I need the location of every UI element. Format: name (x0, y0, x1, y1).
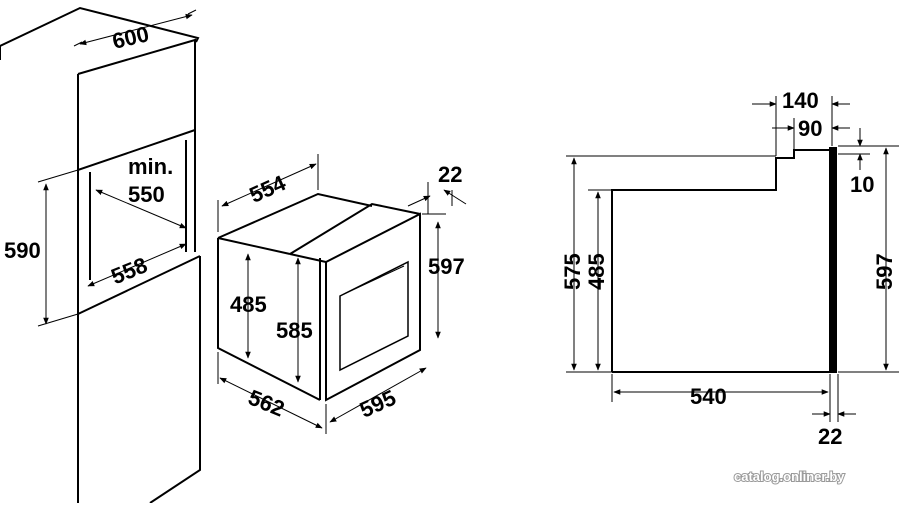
dimension-outer-height: 575 (560, 155, 776, 373)
dimension-niche-height: 590 (4, 169, 79, 327)
dimension-body-depth: 540 (611, 374, 831, 422)
label-outer-height: 575 (560, 253, 585, 290)
dimension-top-gap: 10 (838, 128, 899, 197)
cabinet-drawing: 600 min. 550 590 558 (0, 6, 201, 504)
dimension-oven-depth: 562 (217, 352, 327, 434)
side-outline (611, 147, 837, 373)
label-body-height: 485 (230, 292, 267, 317)
label-min-value: 550 (128, 182, 165, 207)
label-body-depth: 540 (690, 384, 727, 409)
dimension-front-width: 595 (329, 367, 427, 423)
label-oven-depth: 562 (245, 385, 288, 422)
dimension-door-thickness: 22 (812, 374, 856, 449)
label-front-height: 597 (428, 254, 465, 279)
dimension-oven-width: 554 (217, 154, 319, 232)
label-total-height: 585 (276, 318, 313, 343)
dimension-front-thickness: 22 (407, 162, 467, 214)
label-top-offset-90: 90 (798, 116, 822, 141)
dimension-total-height: 585 (276, 257, 313, 383)
label-side-body-height: 485 (584, 253, 609, 290)
dimension-top-offsets: 140 90 (752, 88, 850, 156)
label-niche-height: 590 (4, 238, 41, 263)
label-top-gap: 10 (850, 172, 874, 197)
dimension-side-body-height: 485 (584, 189, 612, 371)
label-top-offset-140: 140 (782, 88, 819, 113)
dimension-min-depth: min. 550 (95, 154, 187, 229)
label-oven-width: 554 (246, 170, 290, 208)
oven-side-view-drawing: 140 90 10 575 485 597 (560, 88, 899, 449)
label-front-width: 595 (356, 385, 400, 423)
oven-isometric-drawing: 554 22 597 485 585 (217, 154, 467, 434)
label-side-front-height: 597 (872, 253, 897, 290)
dimension-front-height: 597 (422, 213, 465, 339)
label-niche-depth: 558 (107, 252, 150, 289)
label-cabinet-width: 600 (110, 21, 151, 54)
dimension-body-height: 485 (230, 253, 267, 359)
label-front-thickness: 22 (438, 162, 462, 187)
label-min: min. (128, 154, 173, 179)
dimension-niche-depth: 558 (87, 243, 187, 289)
label-door-thickness: 22 (818, 424, 842, 449)
oven-outline (217, 192, 421, 402)
watermark-text: catalog.onliner.by (734, 469, 845, 484)
dimension-side-front-height: 597 (838, 147, 899, 373)
